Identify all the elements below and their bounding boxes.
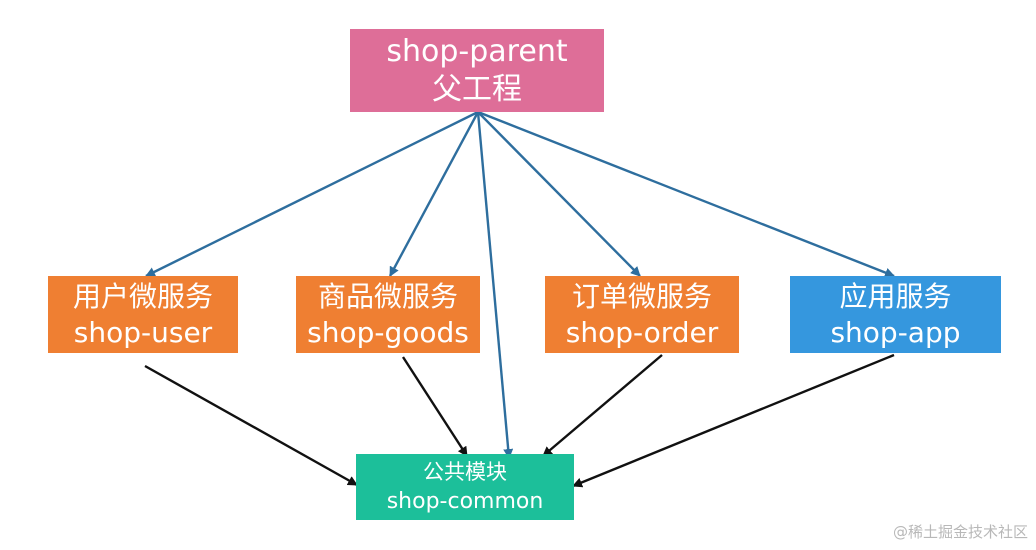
node-app-name: shop-app (830, 315, 961, 349)
arrow-goods-to-common (401, 356, 469, 457)
arrow-parent-to-goods (388, 111, 480, 277)
node-order-name: shop-order (565, 315, 719, 349)
node-goods-name: shop-goods (307, 315, 469, 349)
node-app-desc: 应用服务 (839, 279, 952, 313)
arrow-parent-to-user (145, 110, 479, 278)
node-shop-app: 应用服务 shop-app (790, 276, 1001, 353)
arrow-order-to-common (542, 354, 663, 457)
arrow-parent-to-order (477, 111, 641, 277)
node-common-desc: 公共模块 (423, 460, 507, 484)
node-user-desc: 用户微服务 (72, 279, 213, 313)
arrow-user-to-common (144, 364, 358, 487)
node-order-desc: 订单微服务 (571, 279, 712, 313)
node-user-name: shop-user (73, 315, 213, 349)
watermark: @稀土掘金技术社区 (892, 523, 1028, 541)
node-shop-user: 用户微服务 shop-user (48, 276, 238, 353)
node-shop-parent: shop-parent 父工程 (350, 29, 604, 112)
arrow-parent-to-app (477, 110, 895, 278)
node-goods-desc: 商品微服务 (317, 279, 458, 313)
node-common-name: shop-common (386, 489, 544, 514)
arrow-parent-to-common (476, 111, 514, 459)
node-shop-order: 订单微服务 shop-order (545, 276, 739, 353)
node-shop-common: 公共模块 shop-common (356, 454, 574, 520)
node-parent-desc: 父工程 (432, 71, 522, 107)
node-parent-name: shop-parent (386, 33, 568, 69)
node-shop-goods: 商品微服务 shop-goods (296, 276, 480, 353)
arrow-app-to-common (572, 353, 895, 488)
